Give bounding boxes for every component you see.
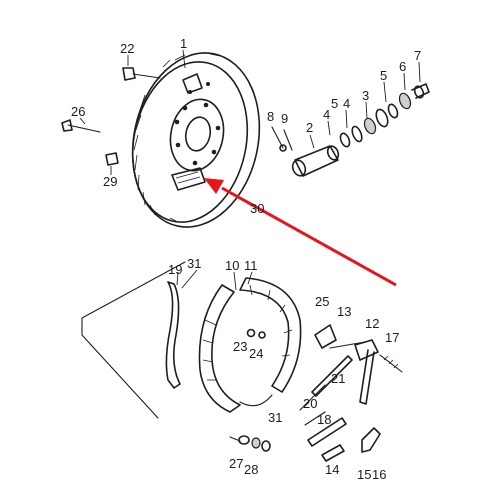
brake-drum <box>131 52 261 228</box>
part-labels: 1 2 4 4 5 3 5 6 7 8 9 22 26 29 30 19 31 … <box>71 36 421 482</box>
label-24: 24 <box>249 346 263 361</box>
label-31-bottom: 31 <box>268 410 282 425</box>
label-17: 17 <box>385 330 399 345</box>
label-5a: 5 <box>331 96 338 111</box>
label-14: 14 <box>325 462 339 477</box>
label-6: 6 <box>399 59 406 74</box>
label-15: 15 <box>357 467 371 482</box>
label-7: 7 <box>414 48 421 63</box>
label-8: 8 <box>267 109 274 124</box>
label-5b: 5 <box>380 68 387 83</box>
label-11: 11 <box>244 258 258 273</box>
label-25: 25 <box>315 294 329 309</box>
label-19: 19 <box>168 262 182 277</box>
label-12: 12 <box>365 316 379 331</box>
label-3: 3 <box>362 88 369 103</box>
fastener-group-left <box>61 67 161 166</box>
label-4b: 4 <box>343 96 350 111</box>
label-4a: 4 <box>323 107 330 122</box>
label-16: 16 <box>372 467 386 482</box>
label-21: 21 <box>331 371 345 386</box>
label-18: 18 <box>317 412 331 427</box>
label-2: 2 <box>306 120 313 135</box>
label-30: 30 <box>250 201 264 216</box>
hardware-27-28 <box>229 435 271 452</box>
label-29: 29 <box>103 174 117 189</box>
label-23: 23 <box>233 339 247 354</box>
label-31-top: 31 <box>187 256 201 271</box>
label-20: 20 <box>303 396 317 411</box>
lever-group <box>299 324 403 462</box>
label-28: 28 <box>244 462 258 477</box>
label-1: 1 <box>180 36 187 51</box>
label-22: 22 <box>120 41 134 56</box>
red-pointer-arrow <box>204 178 397 287</box>
brake-shoes <box>81 261 302 419</box>
label-13: 13 <box>337 304 351 319</box>
wheel-cylinder-group <box>271 83 430 177</box>
label-27: 27 <box>229 456 243 471</box>
label-10: 10 <box>225 258 239 273</box>
label-26: 26 <box>71 104 85 119</box>
label-9: 9 <box>281 111 288 126</box>
